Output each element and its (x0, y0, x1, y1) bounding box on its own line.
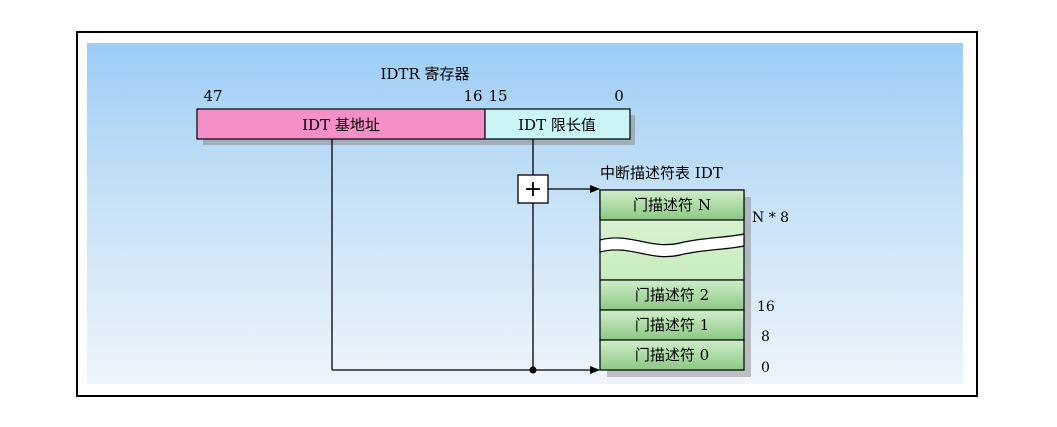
idt-table-title: 中断描述符表 IDT (600, 164, 723, 182)
descriptor-0-label: 门描述符 0 (635, 346, 709, 364)
descriptor-1-label: 门描述符 1 (635, 316, 709, 334)
bit-15-label: 15 (488, 87, 507, 105)
idt-limit-label: IDT 限长值 (518, 116, 596, 134)
adder-box (517, 174, 549, 204)
table-break-wave (599, 233, 745, 258)
adder-plus-icon: + (524, 177, 542, 202)
idt-base-label: IDT 基地址 (302, 116, 380, 134)
figure-panel (87, 43, 963, 384)
descriptor-n-label: 门描述符 N (633, 196, 711, 214)
offset-8: 8 (761, 329, 770, 345)
descriptor-1-row (599, 309, 745, 341)
descriptor-0-row (599, 339, 745, 371)
idt-limit-field (484, 108, 631, 140)
offset-n-times-8: N * 8 (752, 210, 789, 226)
offset-16: 16 (757, 299, 775, 315)
descriptor-n-row (599, 189, 745, 221)
junction-dot (529, 366, 537, 374)
bit-47-label: 47 (203, 87, 222, 105)
descriptor-2-label: 门描述符 2 (635, 286, 709, 304)
bit-16-label: 16 (463, 87, 482, 105)
offset-0: 0 (761, 360, 770, 376)
bit-0-label: 0 (614, 87, 624, 105)
register-title: IDTR 寄存器 (380, 65, 469, 83)
